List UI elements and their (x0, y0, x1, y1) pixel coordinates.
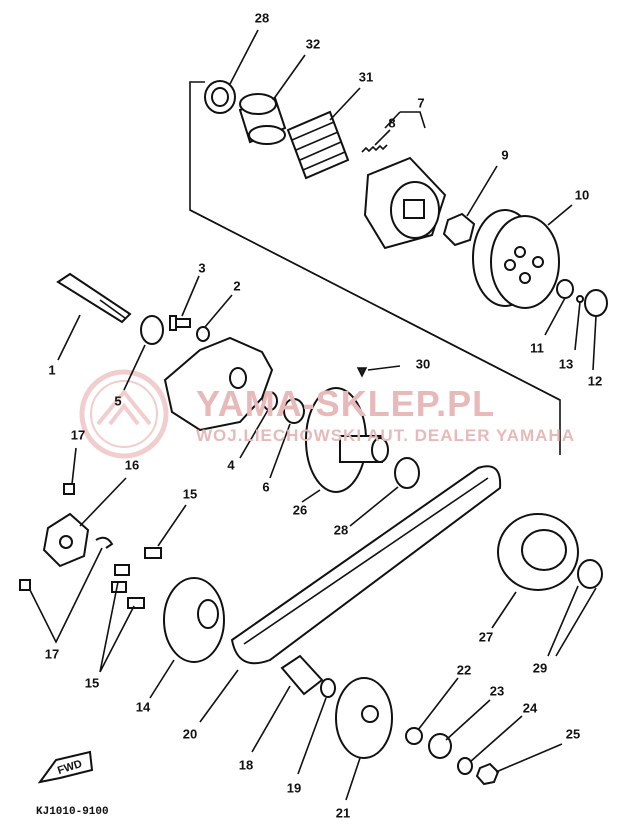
nut-25 (475, 762, 500, 786)
v-belt-20 (230, 465, 502, 665)
pin-30 (356, 367, 368, 378)
clutch-spring-31 (286, 110, 350, 180)
leader-lines (29, 29, 597, 801)
callout-28-lower: 28 (333, 522, 349, 538)
callout-9: 9 (501, 147, 509, 163)
callout-32: 32 (305, 36, 321, 52)
callout-21: 21 (335, 805, 351, 821)
bearing-11 (556, 279, 574, 299)
slider-17-c (95, 536, 114, 549)
washer-ring-28-lower (394, 457, 420, 489)
callout-17-top: 17 (70, 427, 86, 443)
callout-25: 25 (565, 726, 581, 742)
watermark-logo (79, 369, 169, 459)
callout-11: 11 (530, 340, 544, 356)
collar-18 (280, 654, 324, 696)
v-belt-inner-edge (243, 477, 489, 645)
nut-23 (428, 733, 452, 759)
callout-5: 5 (114, 393, 122, 409)
callout-26: 26 (292, 502, 308, 518)
callout-16: 16 (124, 457, 140, 473)
callout-30: 30 (415, 356, 431, 372)
callout-18: 18 (238, 757, 254, 773)
callout-20: 20 (182, 726, 198, 742)
cooling-fan-21 (335, 677, 393, 759)
gear-22 (405, 727, 423, 745)
roller-weights-15 (111, 547, 162, 609)
bearing-12 (584, 289, 608, 317)
fwd-arrow (37, 750, 94, 784)
secondary-clutch-plate-27 (497, 513, 579, 591)
callout-1: 1 (48, 362, 56, 378)
callout-14: 14 (135, 699, 151, 715)
callout-3: 3 (198, 260, 206, 276)
callout-19: 19 (286, 780, 302, 796)
callout-23: 23 (489, 683, 505, 699)
seal-6 (283, 398, 305, 424)
callout-7: 7 (417, 95, 425, 111)
callout-15-bottom: 15 (84, 675, 100, 691)
callout-29: 29 (532, 660, 548, 676)
secondary-sheave-26 (305, 387, 389, 493)
small-spring-8 (361, 144, 388, 153)
callout-28-upper: 28 (254, 10, 270, 26)
washer-19 (320, 678, 336, 698)
watermark-text: YAMA-SKLEP.PL (196, 383, 496, 424)
slider-17-a (63, 483, 75, 495)
clutch-housing-10 (472, 209, 560, 309)
callout-8: 8 (388, 115, 396, 131)
crankcase-cover-plate (163, 336, 274, 432)
ring-29 (577, 559, 603, 589)
callout-15-top: 15 (182, 486, 198, 502)
washer-4 (262, 391, 278, 411)
callout-31: 31 (358, 69, 374, 85)
primary-shaft-1 (56, 272, 132, 324)
callout-13: 13 (558, 356, 574, 372)
callout-10: 10 (574, 187, 590, 203)
collar-32 (238, 93, 287, 145)
clip-13 (576, 295, 584, 303)
clutch-carrier-7 (363, 156, 447, 250)
washer-24 (457, 757, 473, 775)
washer-2 (196, 326, 210, 342)
callout-4: 4 (227, 457, 235, 473)
callout-2: 2 (233, 278, 241, 294)
slider-17-b (19, 579, 31, 591)
callout-27: 27 (478, 629, 494, 645)
slider-plate-16 (42, 512, 90, 568)
callout-22: 22 (456, 662, 472, 678)
callout-12: 12 (587, 373, 603, 389)
callout-24: 24 (522, 700, 538, 716)
washer-ring-28-upper (204, 80, 236, 114)
assembly-frame-lines (189, 81, 561, 455)
callout-17-bottom: 17 (44, 646, 60, 662)
callout-6: 6 (262, 479, 270, 495)
primary-sheave-14 (163, 577, 225, 663)
bearing-5 (140, 315, 164, 345)
nut-9 (442, 212, 476, 247)
reference-code: KJ1010-9100 (36, 806, 109, 818)
bolt-3 (169, 315, 191, 331)
watermark-subtext: WOJ.LIECHOWSKI AUT. DEALER YAMAHA (196, 426, 576, 445)
